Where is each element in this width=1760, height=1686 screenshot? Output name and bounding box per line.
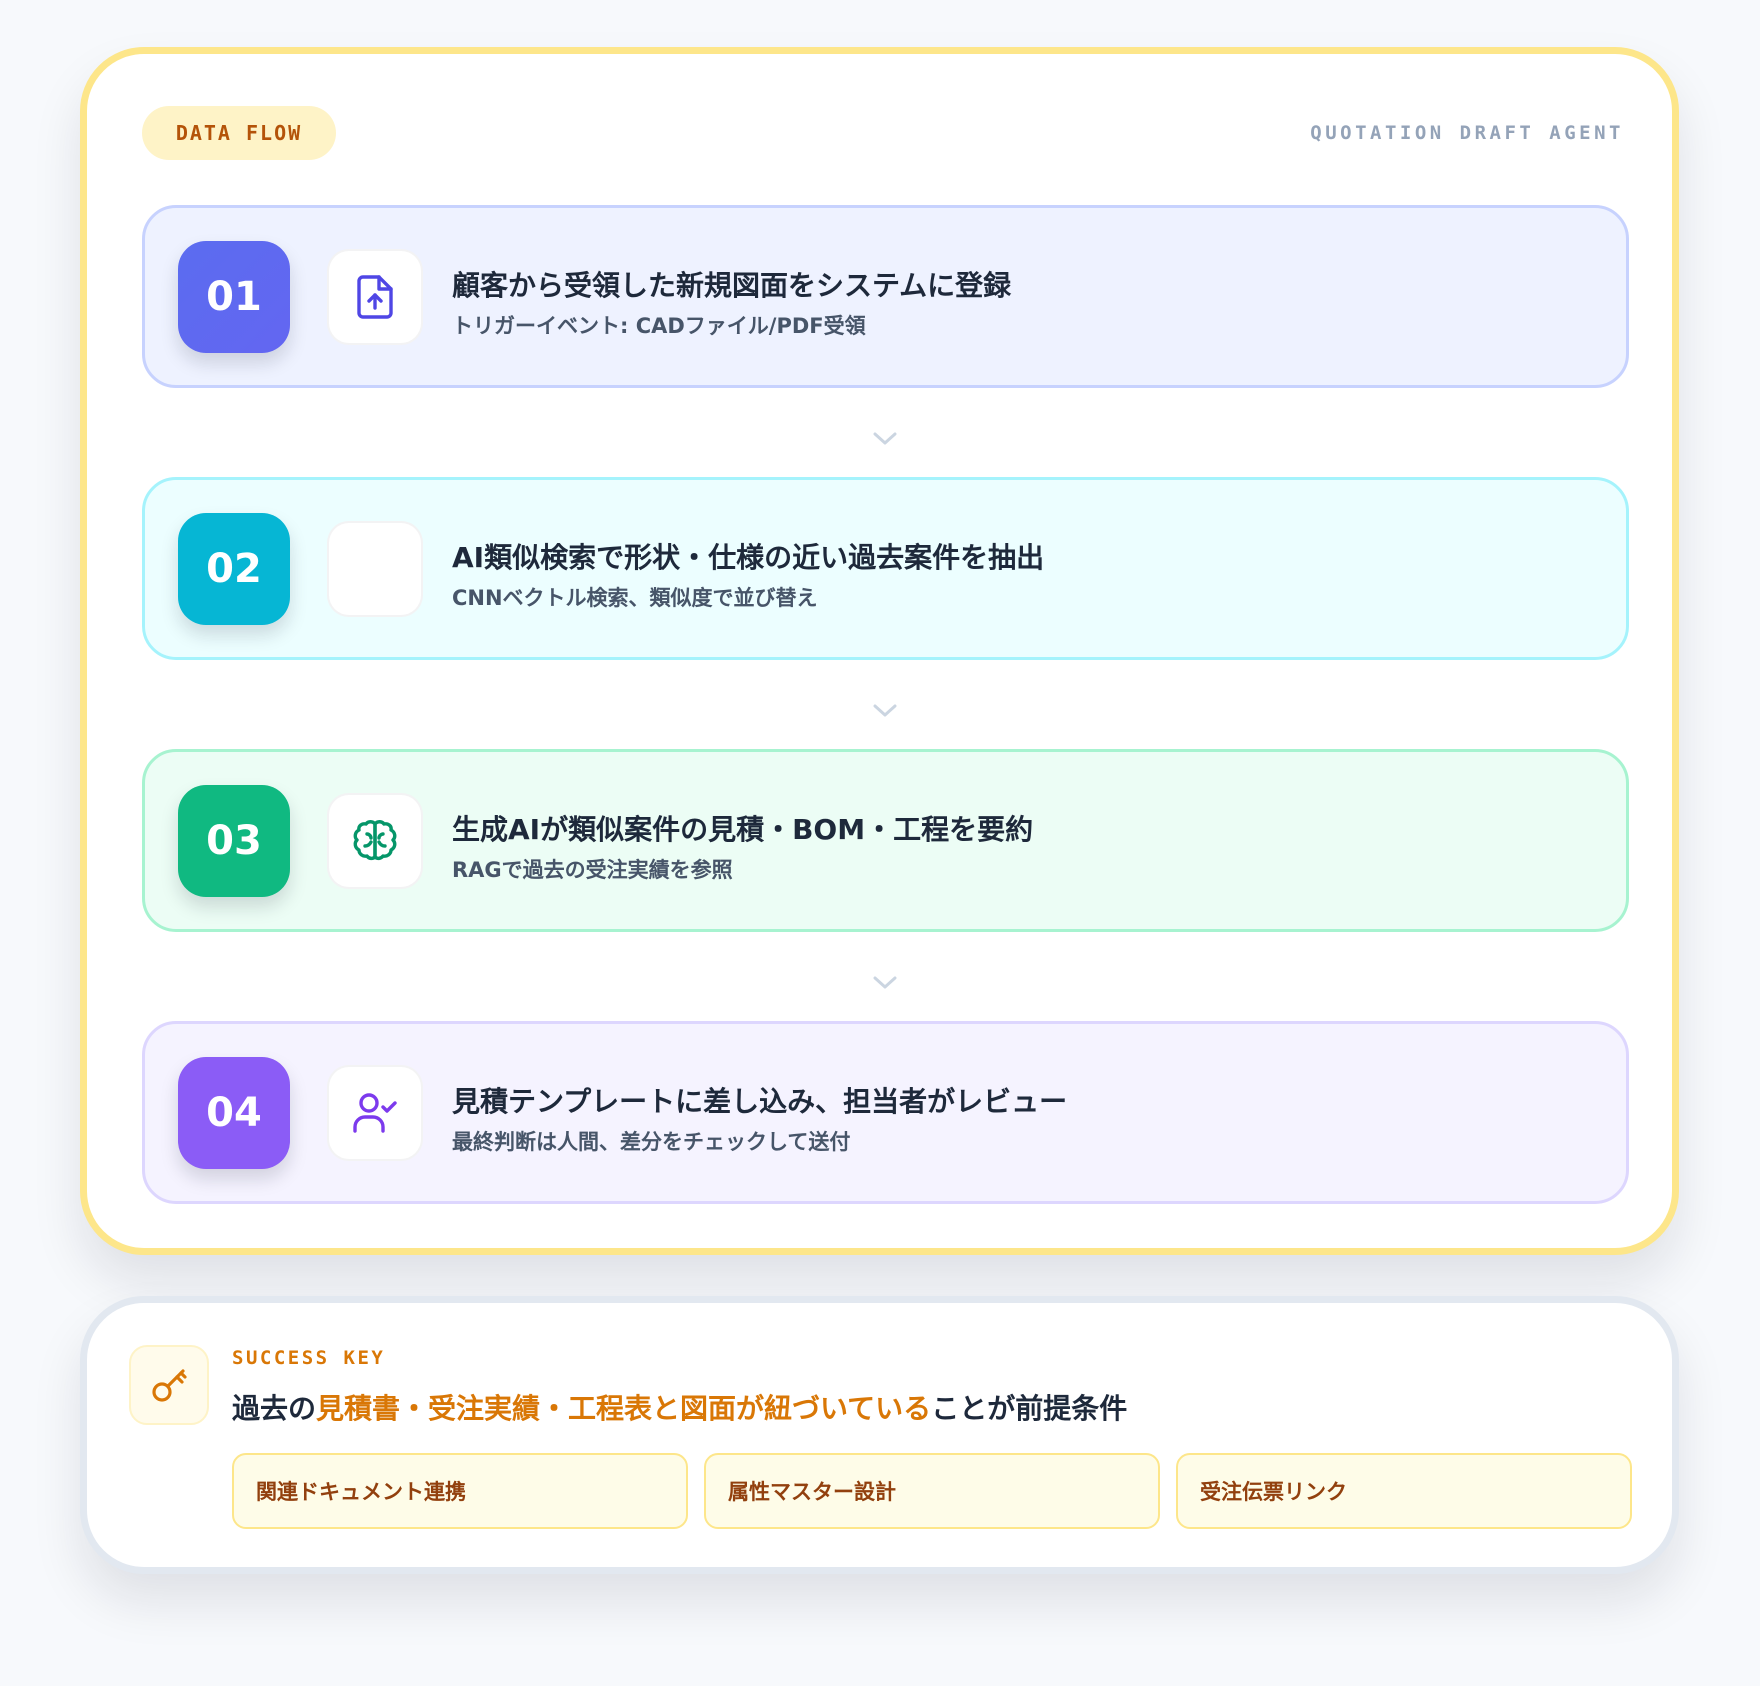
brain-icon [327,793,423,889]
step-number: 04 [178,1057,290,1169]
chip-order-link: 受注伝票リンク [1176,1453,1632,1529]
key-text-before: 過去の [232,1392,317,1425]
data-flow-card: DATA FLOW QUOTATION DRAFT AGENT 01 顧客から受… [80,47,1679,1255]
step-01: 01 顧客から受領した新規図面をシステムに登録 トリガーイベント: CADファイ… [142,205,1629,388]
step-number: 02 [178,513,290,625]
step-subtitle: 最終判断は人間、差分をチェックして送付 [452,1130,851,1154]
step-02: 02 AI類似検索で形状・仕様の近い過去案件を抽出 CNNベクトル検索、類似度で… [142,477,1629,660]
step-title: 生成AIが類似案件の見積・BOM・工程を要約 [452,813,1034,846]
step-03: 03 生成AIが類似案件の見積・BOM・工程を要約 RAGで過去の受注実績を参照 [142,749,1629,932]
search-icon [327,521,423,617]
success-key-card: SUCCESS KEY 過去の見積書・受注実績・工程表と図面が紐づいていることが… [80,1296,1679,1574]
step-subtitle: RAGで過去の受注実績を参照 [452,858,733,882]
success-key-text: 過去の見積書・受注実績・工程表と図面が紐づいていることが前提条件 [232,1387,1127,1427]
key-text-highlight: 見積書・受注実績・工程表と図面が紐づいている [316,1392,932,1425]
step-subtitle: CNNベクトル検索、類似度で並び替え [452,586,818,610]
step-subtitle: トリガーイベント: CADファイル/PDF受領 [452,314,866,338]
chevron-down-icon [873,432,897,445]
success-key-label: SUCCESS KEY [232,1347,386,1369]
step-number: 01 [178,241,290,353]
chip-attribute-master: 属性マスター設計 [704,1453,1160,1529]
step-04: 04 見積テンプレートに差し込み、担当者がレビュー 最終判断は人間、差分をチェッ… [142,1021,1629,1204]
chip-document-link: 関連ドキュメント連携 [232,1453,688,1529]
key-icon [129,1345,209,1425]
file-upload-icon [327,249,423,345]
step-title: AI類似検索で形状・仕様の近い過去案件を抽出 [452,541,1045,574]
step-title: 顧客から受領した新規図面をシステムに登録 [452,269,1012,302]
data-flow-pill: DATA FLOW [142,106,336,160]
step-number: 03 [178,785,290,897]
step-title: 見積テンプレートに差し込み、担当者がレビュー [452,1085,1068,1118]
chevron-down-icon [873,976,897,989]
agent-label: QUOTATION DRAFT AGENT [1310,122,1624,144]
key-text-after: ことが前提条件 [931,1392,1128,1425]
chevron-down-icon [873,704,897,717]
user-check-icon [327,1065,423,1161]
